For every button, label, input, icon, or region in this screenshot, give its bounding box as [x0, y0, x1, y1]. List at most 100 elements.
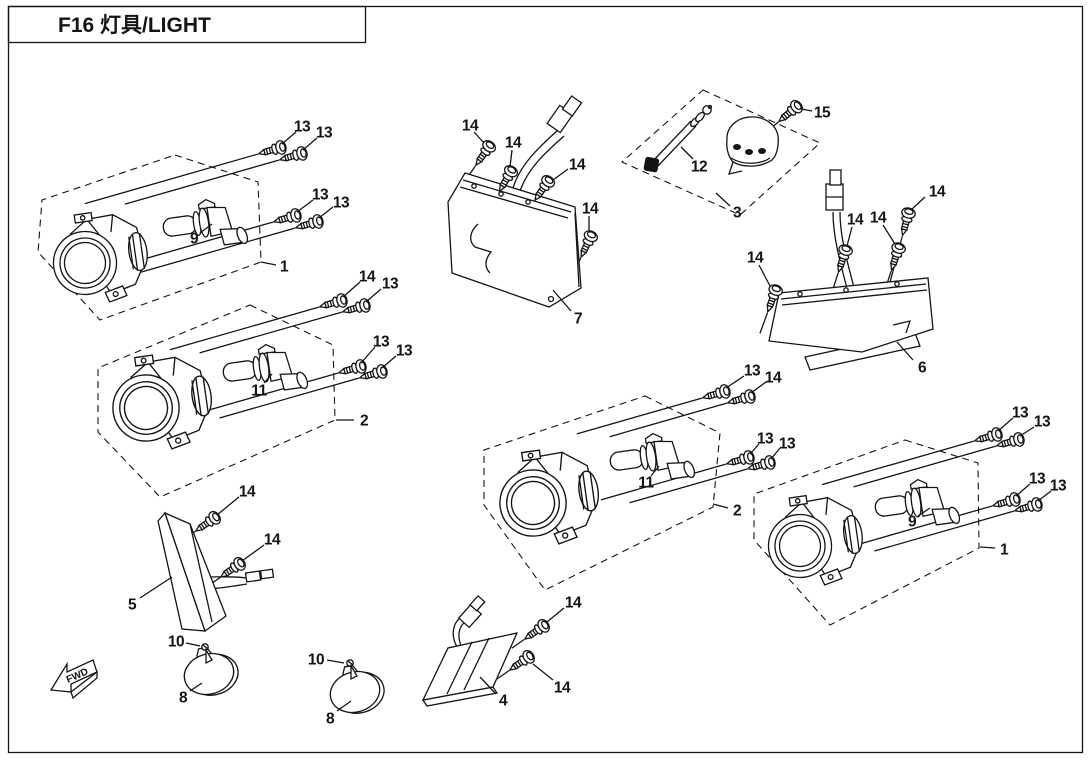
screw-axis-line — [496, 670, 510, 680]
callout-13: 13 — [1034, 414, 1051, 431]
callout-13: 13 — [333, 195, 350, 212]
headlamp-unit-assembly-2-left — [105, 347, 219, 457]
headlamp-unit-assembly-1-left — [46, 205, 154, 310]
fwd-arrow: FWD — [49, 659, 98, 700]
callout-leader-line — [546, 607, 565, 623]
callout-leader-line — [185, 642, 201, 647]
screw-axis-line — [511, 639, 525, 649]
callout-leader-line — [552, 289, 572, 312]
callout-13: 13 — [757, 431, 774, 448]
callout-leader-line — [758, 264, 771, 287]
callout-14: 14 — [565, 595, 582, 612]
callout-leader-line — [680, 146, 694, 160]
callout-13: 13 — [382, 276, 399, 293]
screw-axis-line — [84, 153, 259, 205]
screw-icon — [505, 647, 538, 677]
screw-axis-line — [199, 311, 343, 354]
callout-4: 4 — [499, 693, 508, 710]
callout-leader-line — [979, 546, 996, 549]
callout-9: 9 — [190, 231, 199, 248]
license-lamp-group-outline — [620, 89, 821, 216]
callout-leader-line — [260, 261, 277, 266]
callout-15: 15 — [814, 105, 831, 122]
callout-8: 8 — [326, 711, 335, 728]
callout-6: 6 — [918, 360, 927, 377]
callout-leader-line — [263, 373, 273, 384]
callout-leader-line — [532, 663, 554, 681]
callout-13: 13 — [1050, 478, 1067, 495]
callout-leader-line — [896, 341, 914, 361]
callout-leader-line — [199, 223, 213, 234]
callout-14: 14 — [569, 157, 586, 174]
screw-axis-line — [169, 306, 320, 351]
callout-leader-line — [296, 199, 314, 213]
page-border — [7, 5, 1084, 754]
callout-7: 7 — [574, 311, 582, 328]
page-title: F16 灯具/LIGHT — [58, 14, 211, 37]
callout-leader-line — [342, 281, 361, 298]
assembly-1-front-right-outline — [753, 439, 980, 626]
callout-13: 13 — [1029, 471, 1046, 488]
callout-9: 9 — [908, 514, 917, 531]
screw-axis-line — [821, 440, 975, 486]
screw-icon — [773, 97, 806, 128]
callout-14: 14 — [264, 532, 281, 549]
callout-leader-line — [281, 131, 297, 145]
screw-axis-line — [609, 402, 728, 438]
pin-screw-10-right — [346, 659, 358, 681]
callout-leader-line — [882, 224, 896, 245]
callout-13: 13 — [373, 334, 390, 351]
callout-13: 13 — [779, 436, 796, 453]
callout-14: 14 — [747, 250, 764, 267]
callout-10: 10 — [308, 652, 324, 669]
screw-axis-line — [140, 227, 296, 273]
callout-2: 2 — [733, 503, 741, 520]
marker-light-5 — [157, 511, 275, 633]
callout-13: 13 — [294, 119, 311, 136]
bulb-9-left — [159, 193, 251, 256]
callout-leader-line — [712, 503, 729, 509]
callout-8: 8 — [179, 690, 188, 707]
title-box — [7, 5, 367, 44]
callout-13: 13 — [396, 343, 413, 360]
assembly-2-front-right-outline — [483, 395, 721, 591]
callout-13: 13 — [1012, 405, 1029, 422]
callout-leader-line — [650, 465, 660, 477]
bulb-9-right — [871, 473, 963, 536]
screw-axis-line — [124, 159, 280, 205]
screw-axis-line — [853, 445, 997, 488]
assembly-1-front-left-outline — [37, 154, 262, 321]
callout-1: 1 — [280, 259, 289, 276]
screw-icon — [831, 242, 855, 275]
callout-leader-line — [189, 682, 203, 692]
headlamp-unit-assembly-2-right — [492, 442, 606, 552]
callout-leader-line — [336, 700, 352, 712]
callout-14: 14 — [239, 484, 256, 501]
callout-14: 14 — [765, 370, 782, 387]
callout-3: 3 — [733, 205, 742, 222]
screw-axis-line — [576, 397, 703, 435]
callout-leader-line — [1037, 490, 1052, 502]
license-lamp-3 — [726, 116, 779, 175]
callout-leader-line — [381, 355, 397, 369]
screw-axis-line — [600, 463, 727, 501]
callout-5: 5 — [128, 597, 137, 614]
callout-leader-line — [917, 507, 931, 517]
callout-leader-line — [318, 206, 334, 219]
screw-icon — [884, 240, 908, 273]
callout-14: 14 — [870, 210, 887, 227]
callout-leader-line — [216, 496, 240, 516]
callout-leader-line — [800, 108, 813, 112]
screw-axis-line — [759, 312, 769, 334]
callout-14: 14 — [554, 680, 571, 697]
callout-leader-line — [715, 192, 731, 207]
callout-13: 13 — [316, 125, 333, 142]
reflector-disc-8-left — [176, 639, 244, 703]
callout-leader-line — [750, 381, 767, 394]
callout-leader-line — [997, 417, 1014, 432]
callout-leader-line — [846, 226, 853, 247]
headlight-housing-7 — [447, 95, 583, 308]
callout-leader-line — [302, 137, 318, 151]
screw-axis-line — [193, 372, 339, 416]
